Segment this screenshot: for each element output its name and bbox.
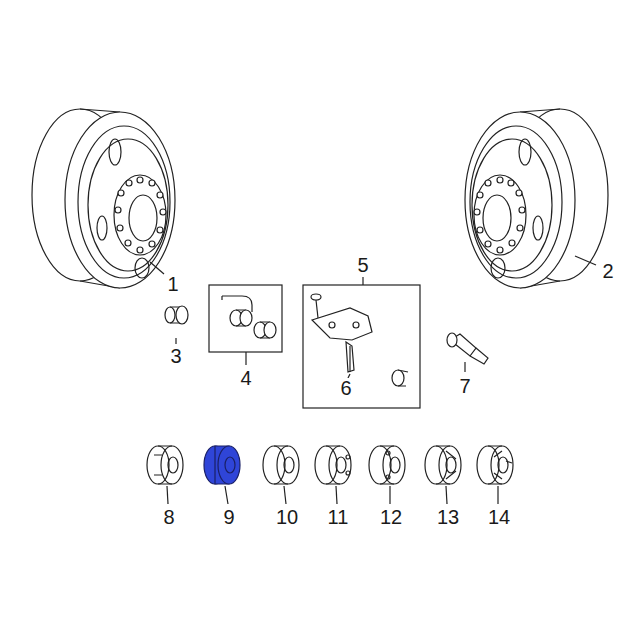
callout-number: 3 xyxy=(169,346,182,366)
callout-number: 4 xyxy=(239,368,252,388)
callout-number: 11 xyxy=(327,507,350,527)
callout-number: 13 xyxy=(436,507,460,527)
callout-number: 14 xyxy=(487,507,511,527)
callout-number: 7 xyxy=(458,376,471,396)
callout-number: 9 xyxy=(222,507,235,527)
callout-number: 10 xyxy=(275,507,299,527)
callout-number: 1 xyxy=(166,274,179,294)
callout-number: 2 xyxy=(601,261,614,281)
callout-number: 6 xyxy=(339,378,352,398)
callout-number: 12 xyxy=(379,507,403,527)
callout-number: 5 xyxy=(356,255,369,275)
callout-number: 8 xyxy=(162,507,175,527)
